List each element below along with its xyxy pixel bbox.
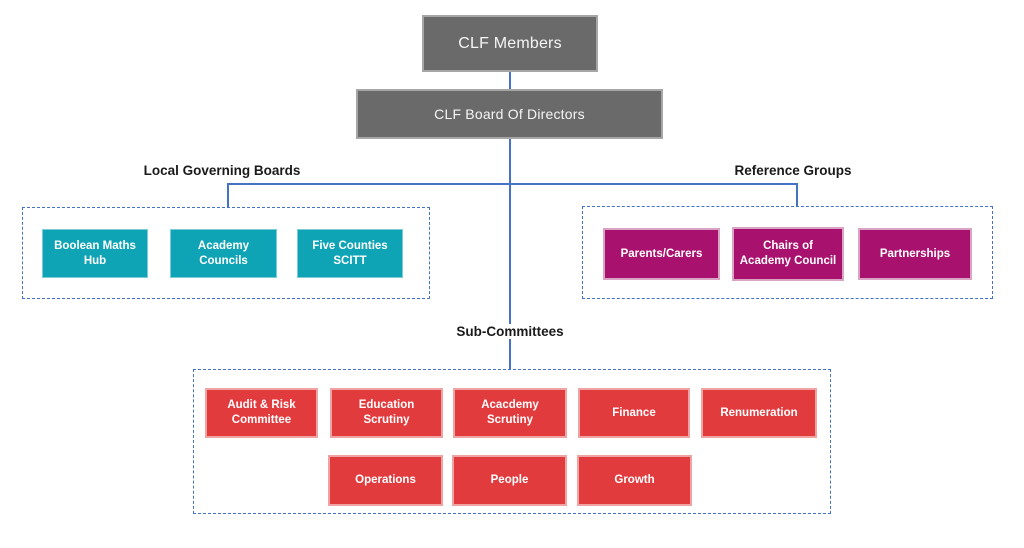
chip-parents-carers: Parents/Carers [603,228,720,280]
section-title-reference-groups: Reference Groups [734,163,852,178]
group-frame-reference-groups [582,206,993,299]
chip-education-scrutiny: Education Scrutiny [330,388,443,438]
chip-chairs-of-academy-council: Chairs of Academy Council [732,227,844,281]
connector-left-drop [227,183,229,208]
node-clf-board: CLF Board Of Directors [356,89,663,139]
chip-academy-councils: Academy Councils [170,229,277,278]
chip-renumeration: Renumeration [701,388,817,438]
group-frame-local-governing-boards [22,207,430,299]
section-title-sub-committees: Sub-Committees [425,324,595,339]
node-clf-board-label: CLF Board Of Directors [434,106,585,122]
chip-growth: Growth [577,455,692,506]
node-clf-members-label: CLF Members [458,34,562,52]
node-clf-members: CLF Members [422,15,598,72]
section-title-local-governing-boards: Local Governing Boards [143,163,301,178]
group-frame-sub-committees [193,369,831,514]
chip-five-counties-scitt: Five Counties SCITT [297,229,403,278]
chip-finance: Finance [578,388,690,438]
chip-people: People [452,455,567,506]
connector-right-drop [796,183,798,207]
chip-acacdemy-scrutiny: Acacdemy Scrutiny [453,388,567,438]
chip-audit-risk-committee: Audit & Risk Committee [205,388,318,438]
chip-partnerships: Partnerships [858,228,972,280]
chip-operations: Operations [328,455,443,506]
chip-boolean-maths-hub: Boolean Maths Hub [42,229,148,278]
connector-members-board [509,71,511,89]
connector-board-subcommittees [509,139,511,370]
connector-horizontal [227,183,798,185]
